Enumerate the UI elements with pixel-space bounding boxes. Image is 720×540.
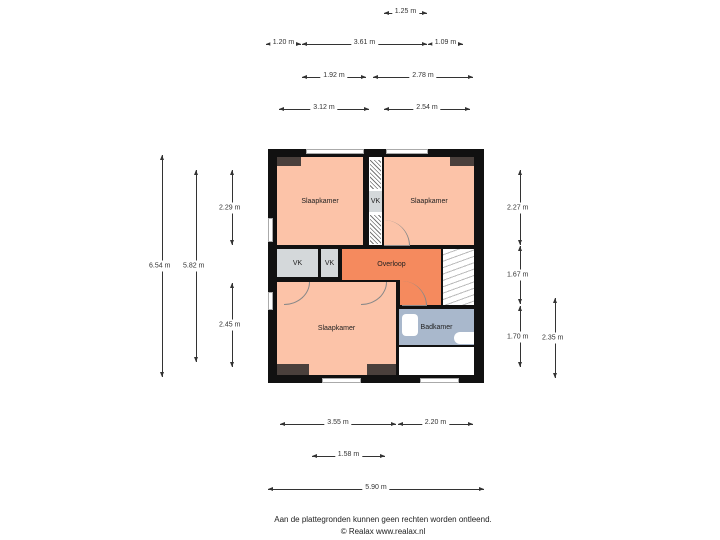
- dimension-label: 2.78 m: [409, 72, 437, 79]
- dimension-line: 2.45 m: [219, 283, 241, 367]
- dimension-line: 5.82 m: [183, 170, 205, 362]
- window: [268, 218, 273, 242]
- room-vk-2: VK: [321, 249, 338, 277]
- window: [268, 292, 273, 310]
- dimension-label: 5.90 m: [362, 484, 390, 491]
- dimension-label: 1.70 m: [507, 331, 529, 342]
- dimension-line: 1.25 m: [384, 8, 427, 15]
- sink: [402, 314, 418, 336]
- dimension-label: 3.12 m: [310, 104, 338, 111]
- dimension-line: 2.20 m: [398, 419, 473, 426]
- room-bedroom-top-left: Slaapkamer: [277, 157, 363, 245]
- dimension-label: 3.55 m: [324, 419, 352, 426]
- window: [322, 378, 361, 383]
- staircase: [443, 249, 474, 305]
- dimension-label: 1.20 m: [269, 39, 298, 46]
- dimension-label: 5.82 m: [183, 260, 205, 272]
- dimension-label: 2.35 m: [542, 332, 564, 344]
- toilet: [454, 332, 474, 344]
- dimension-line: 5.90 m: [268, 484, 484, 491]
- dimension-line: 2.54 m: [384, 104, 470, 111]
- dimension-label: 2.20 m: [421, 419, 450, 426]
- dimension-label: 3.61 m: [350, 39, 379, 46]
- room-vk-shaft: VK: [369, 191, 382, 212]
- dimension-line: 3.12 m: [279, 104, 369, 111]
- dimension-line: 6.54 m: [149, 155, 171, 377]
- shaft-hatch: [370, 215, 381, 244]
- disclaimer-text: Aan de plattegronden kunnen geen rechten…: [274, 515, 492, 524]
- dimension-line: 2.78 m: [373, 72, 473, 79]
- dimension-line: 2.35 m: [542, 298, 564, 378]
- dimension-label: 2.27 m: [507, 202, 529, 213]
- dimension-line: 1.20 m: [266, 39, 301, 46]
- dimension-label: 2.54 m: [413, 104, 441, 111]
- shower: [399, 347, 474, 375]
- dimension-line: 1.70 m: [507, 306, 529, 367]
- dimension-line: 3.61 m: [302, 39, 427, 46]
- dimension-line: 1.92 m: [302, 72, 366, 79]
- dimension-line: 1.58 m: [312, 451, 385, 458]
- dimension-label: 1.92 m: [320, 72, 348, 79]
- dimension-line: 1.09 m: [428, 39, 463, 46]
- dimension-label: 1.67 m: [507, 269, 529, 281]
- dimension-label: 6.54 m: [149, 260, 171, 272]
- room-vk-1: VK: [277, 249, 318, 277]
- window: [420, 378, 459, 383]
- dimension-label: 2.29 m: [219, 202, 241, 213]
- dimension-label: 1.25 m: [391, 8, 420, 15]
- dimension-line: 3.55 m: [280, 419, 396, 426]
- dimension-label: 1.09 m: [431, 39, 460, 46]
- dimension-label: 2.45 m: [219, 319, 241, 331]
- dimension-line: 2.29 m: [219, 170, 241, 245]
- dimension-line: 2.27 m: [507, 170, 529, 245]
- window: [386, 149, 428, 154]
- room-landing: Overloop: [342, 249, 441, 280]
- dimension-line: 1.67 m: [507, 246, 529, 304]
- shaft-hatch: [370, 160, 381, 189]
- window: [306, 149, 364, 154]
- dimension-label: 1.58 m: [334, 451, 363, 458]
- copyright-text: © Realax www.realax.nl: [340, 527, 426, 536]
